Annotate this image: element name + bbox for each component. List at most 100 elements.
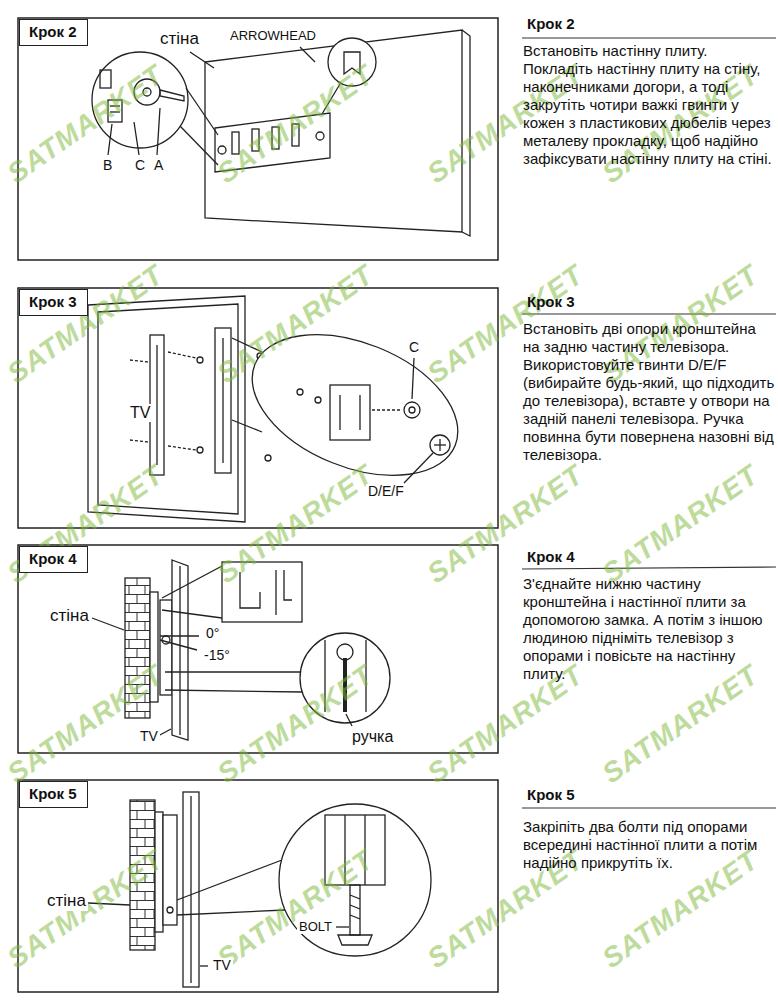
bolt-figure	[350, 905, 360, 909]
tv-bracket-figure	[265, 455, 271, 461]
hang-tv-figure	[346, 714, 352, 726]
step-tab: Крок 2	[19, 19, 88, 46]
tv-bracket-figure	[330, 385, 370, 440]
tv-bracket-figure	[168, 446, 196, 450]
wall-plate-figure	[134, 122, 139, 155]
tv-bracket-figure	[156, 345, 157, 465]
heading-rule	[522, 807, 776, 808]
hang-tv-figure	[162, 610, 222, 618]
step-heading: Крок 5	[527, 785, 575, 805]
hang-tv-figure	[158, 729, 171, 736]
step-tab: Крок 4	[19, 546, 88, 573]
angle-label: -15°	[202, 648, 232, 663]
watermark: SATMARKET	[212, 459, 380, 590]
wall-plate-figure	[186, 88, 218, 135]
step-number: Крок 2	[29, 23, 78, 41]
tv-bracket-figure	[168, 352, 196, 358]
wall-plate-figure	[300, 47, 315, 62]
wall-plate-figure	[100, 70, 111, 88]
bolt-figure	[200, 965, 208, 966]
step-tab: Крок 3	[19, 289, 88, 316]
hang-tv-figure	[275, 570, 276, 615]
tv-bracket-figure	[430, 435, 450, 455]
step-heading: Крок 4	[527, 547, 575, 567]
step-heading: Крок 2	[527, 14, 575, 34]
wall-plate-figure	[157, 108, 160, 155]
wall-plate-figure	[190, 52, 214, 68]
hang-tv-figure	[92, 618, 124, 630]
tv-bracket-figure	[339, 395, 340, 430]
tv-bracket-figure	[215, 328, 231, 473]
step-number: Крок 5	[29, 785, 78, 803]
tv-bracket-figure	[197, 357, 203, 363]
step-number: Крок 3	[29, 293, 78, 311]
tv-bracket-figure	[404, 402, 420, 418]
watermark: SATMARKET	[597, 459, 765, 590]
bolt-figure	[338, 935, 372, 945]
part-label: TV	[138, 729, 160, 744]
watermark: SATMARKET	[2, 659, 170, 790]
part-letter: A	[152, 158, 165, 173]
hang-tv-figure	[179, 566, 180, 735]
watermark: SATMARKET	[212, 59, 380, 190]
tv-bracket-figure	[404, 453, 433, 483]
bolt-figure	[350, 885, 360, 935]
wall-plate-figure	[108, 124, 112, 155]
tv-bracket-figure	[232, 420, 262, 432]
watermark: SATMARKET	[212, 259, 380, 390]
tv-bracket-figure	[412, 358, 414, 399]
hang-tv-figure	[92, 560, 390, 740]
tv-bracket-figure	[409, 407, 415, 413]
step-number: Крок 4	[29, 550, 78, 568]
part-letter: C	[407, 340, 421, 355]
part-letter: C	[133, 158, 147, 173]
wall-plate-figure	[160, 90, 184, 101]
tv-bracket-figure	[315, 397, 321, 403]
wall-plate-figure	[180, 126, 218, 165]
tv-bracket-figure	[197, 447, 203, 453]
watermark: SATMARKET	[597, 659, 765, 790]
part-label: ручка	[350, 728, 395, 746]
part-label: TV	[211, 958, 233, 973]
hang-tv-figure	[172, 560, 188, 740]
part-label: стіна	[158, 30, 201, 49]
watermark: SATMARKET	[2, 259, 170, 390]
bolt-figure	[183, 792, 199, 987]
part-label: TV	[128, 404, 152, 422]
tv-bracket-figure	[439, 439, 440, 451]
step-text: Закріпіть два болти під опорами всередин…	[523, 818, 775, 872]
part-label: стіна	[48, 607, 91, 626]
step-tab: Крок 5	[19, 781, 88, 808]
tv-bracket-figure	[359, 395, 360, 430]
step-text: З'єднайте нижню частину кронштейна і нас…	[523, 575, 775, 683]
hang-tv-figure	[160, 635, 199, 636]
wall-plate-figure	[205, 30, 462, 232]
wall-plate-figure	[316, 132, 324, 140]
tv-bracket-figure	[130, 440, 148, 442]
bolt-figure	[190, 796, 191, 983]
hang-tv-figure	[162, 566, 222, 598]
tv-bracket-figure	[130, 360, 148, 362]
wall-plate-figure	[218, 146, 226, 154]
part-label: ARROWHEAD	[228, 29, 318, 43]
heading-rule	[522, 313, 776, 314]
watermark: SATMARKET	[422, 459, 590, 590]
part-letter: B	[101, 158, 114, 173]
heading-rule	[522, 37, 776, 38]
angle-label: 0°	[204, 626, 221, 641]
part-letter: D/E/F	[366, 484, 406, 499]
tv-bracket-figure	[297, 389, 303, 395]
hang-tv-figure	[160, 640, 197, 650]
part-label: стіна	[45, 892, 88, 911]
step-text: Встановіть дві опори кронштейна на задню…	[523, 320, 775, 464]
watermark: SATMARKET	[212, 844, 380, 975]
step-heading: Крок 3	[527, 292, 575, 312]
hang-tv-figure	[337, 644, 353, 660]
hang-tv-figure	[284, 570, 292, 600]
bolt-figure	[350, 915, 360, 919]
bolt-figure	[350, 895, 360, 899]
watermark: SATMARKET	[212, 659, 380, 790]
